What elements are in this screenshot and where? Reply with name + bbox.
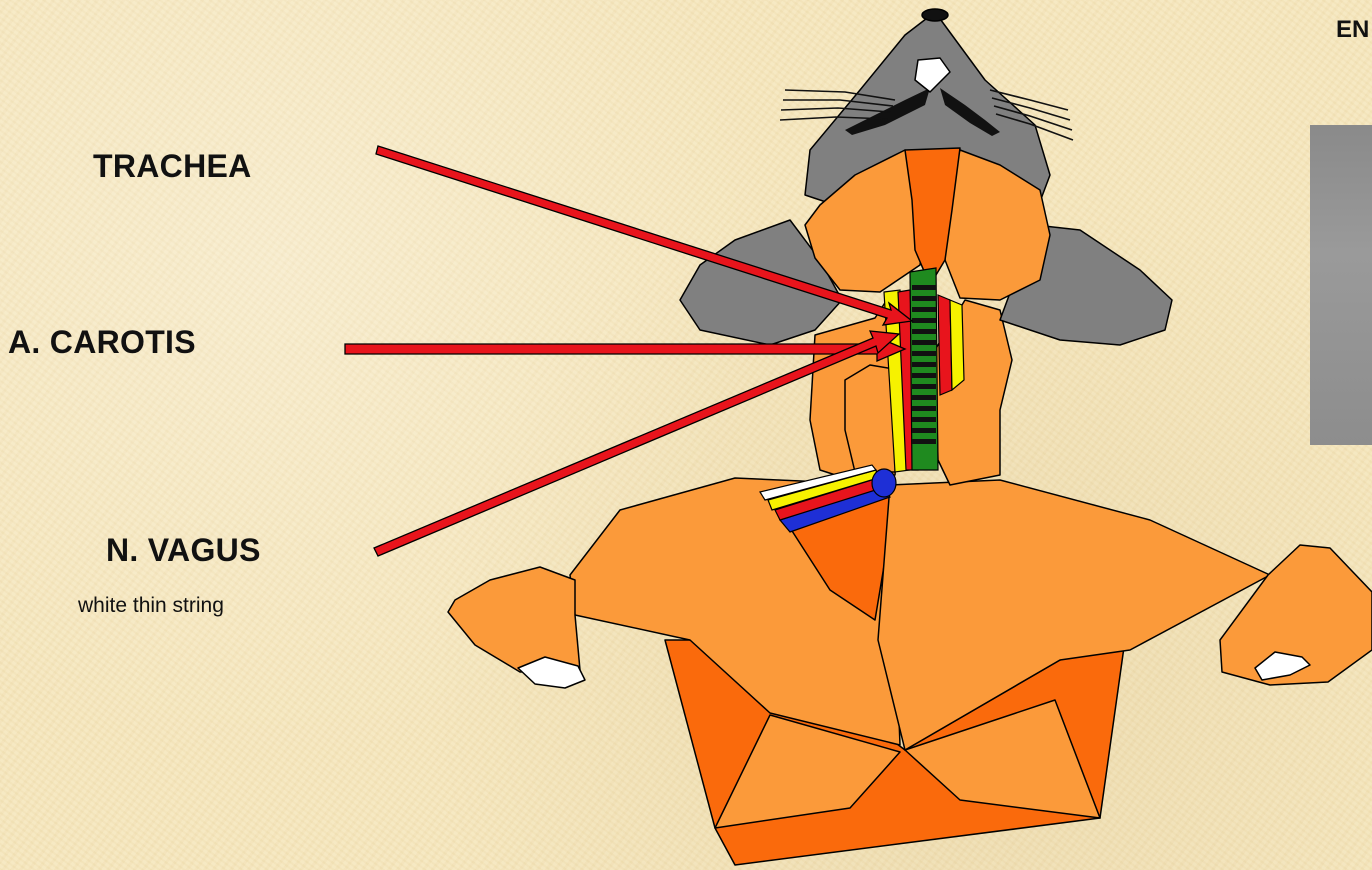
nerve-yellow-right	[950, 300, 964, 390]
nose	[922, 9, 948, 21]
left-forelimb	[448, 567, 580, 672]
trachea-rings	[912, 285, 936, 444]
